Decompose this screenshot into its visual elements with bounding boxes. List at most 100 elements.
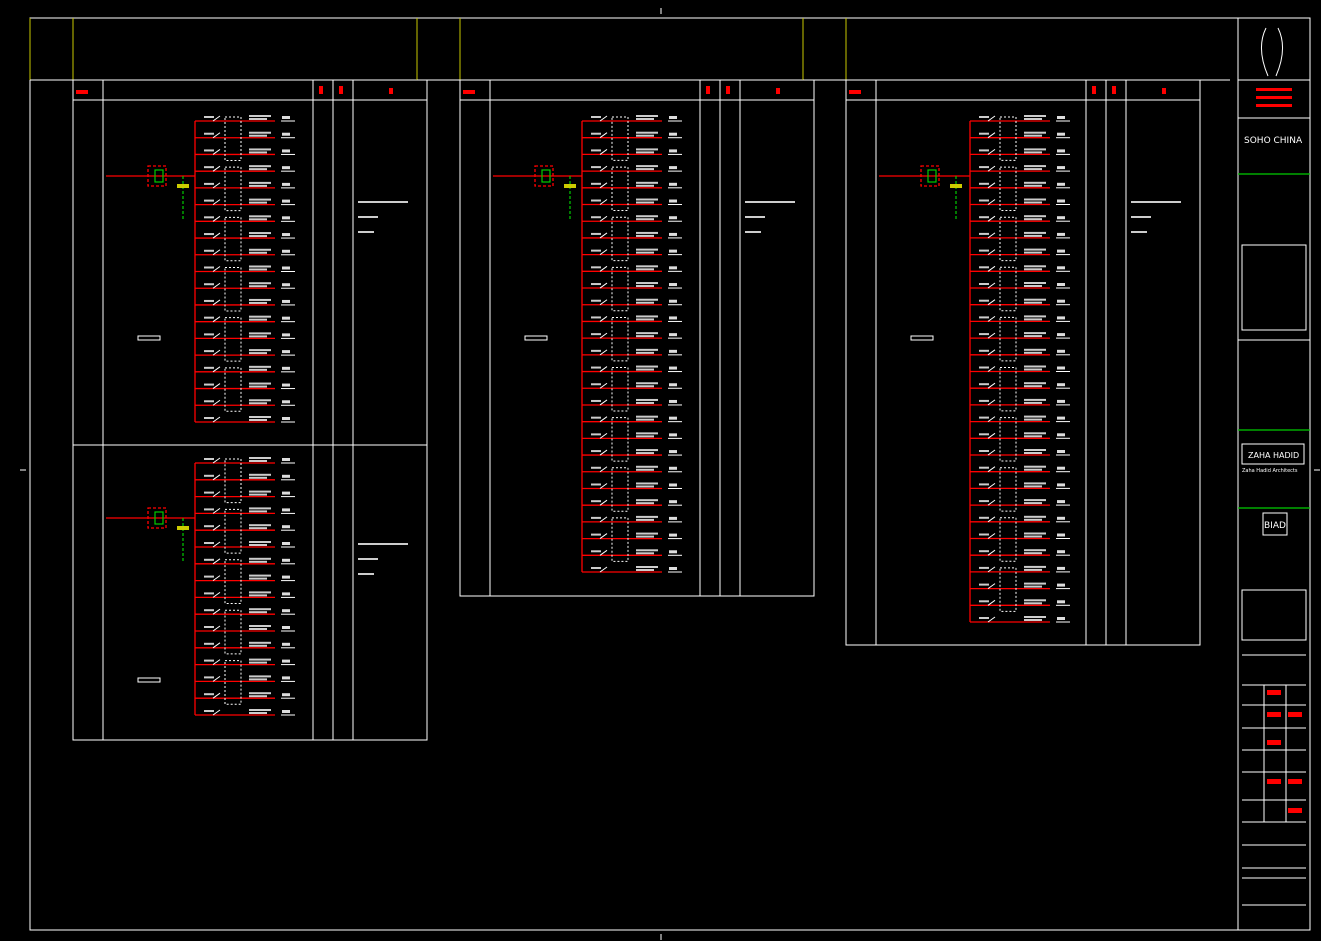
breaker-label	[979, 583, 989, 586]
breaker-label	[979, 566, 989, 569]
circuit-label	[1024, 515, 1046, 518]
breaker-label	[591, 232, 601, 235]
load-label	[1057, 132, 1065, 136]
circuit-row	[970, 499, 1070, 506]
circuit-row	[195, 608, 295, 615]
circuit-label	[249, 608, 271, 611]
rcd-box	[224, 216, 242, 262]
load-label	[669, 266, 677, 270]
stamp-field	[1267, 779, 1281, 784]
rcd-box	[224, 609, 242, 655]
load-label	[669, 232, 677, 236]
breaker-icon	[212, 625, 221, 632]
breaker-icon	[987, 115, 996, 122]
load-label	[1057, 483, 1065, 487]
rcd-box	[224, 458, 242, 504]
load-label	[1057, 249, 1065, 253]
circuit-row	[970, 148, 1070, 156]
breaker-label	[204, 693, 214, 696]
breaker-icon	[987, 566, 996, 573]
rcd-box	[999, 316, 1017, 362]
breaker-icon	[212, 675, 221, 682]
circuit-row	[195, 265, 295, 273]
stamp-field	[1288, 779, 1302, 784]
circuit-label	[249, 315, 271, 318]
load-label	[1057, 316, 1065, 320]
breaker-icon	[987, 232, 996, 239]
breaker-icon	[212, 692, 221, 699]
circuit-row	[195, 490, 295, 498]
breaker-label	[204, 542, 214, 544]
breaker-label	[591, 516, 601, 519]
circuit-label	[636, 315, 658, 318]
load-label	[1057, 216, 1065, 220]
breaker-icon	[599, 499, 608, 506]
rcd-box	[611, 166, 629, 212]
circuit-row	[970, 231, 1070, 239]
breaker-icon	[212, 132, 221, 139]
circuit-row	[970, 532, 1070, 540]
breaker-icon	[987, 616, 996, 623]
breaker-icon	[987, 199, 996, 205]
circuit-label	[636, 348, 658, 351]
breaker-icon	[599, 516, 608, 523]
breaker-icon	[987, 249, 996, 256]
breaker-label	[204, 525, 214, 528]
rcd-box	[224, 166, 242, 212]
breaker-label	[591, 567, 601, 569]
breaker-label	[591, 450, 601, 453]
breaker-label	[591, 550, 601, 553]
circuit-label	[249, 507, 271, 510]
circuit-label	[1024, 265, 1046, 268]
rcd-box	[999, 266, 1017, 312]
breaker-icon	[987, 533, 996, 539]
rcd-box	[224, 367, 242, 412]
breaker-label	[591, 149, 601, 152]
breaker-icon	[599, 265, 608, 272]
circuit-row	[582, 215, 682, 222]
circuit-row	[195, 507, 295, 515]
circuit-label	[1024, 198, 1046, 201]
circuit-label	[636, 566, 658, 568]
breaker-label	[591, 283, 601, 286]
breaker-icon	[212, 199, 221, 206]
terminal-block	[137, 677, 161, 683]
breaker-label	[979, 283, 989, 285]
circuit-label	[249, 148, 271, 151]
circuit-row	[970, 215, 1070, 222]
load-label	[1057, 466, 1065, 470]
breaker-label	[204, 233, 214, 236]
circuit-row	[195, 457, 295, 464]
breaker-icon	[599, 449, 608, 456]
breaker-icon	[987, 366, 996, 372]
circuit-row	[582, 115, 682, 122]
breaker-icon	[212, 558, 221, 565]
circuit-label	[249, 332, 271, 335]
circuit-label	[636, 449, 658, 452]
circuit-label	[636, 332, 658, 335]
circuit-row	[582, 148, 682, 156]
circuit-row	[195, 574, 295, 582]
load-label	[1057, 566, 1065, 570]
load-label	[669, 299, 677, 303]
breaker-label	[591, 433, 601, 436]
load-label	[669, 533, 677, 537]
breaker-label	[979, 166, 989, 169]
breaker-icon	[987, 332, 996, 339]
circuit-row	[195, 148, 295, 156]
circuit-row	[970, 549, 1070, 556]
circuit-row	[195, 658, 295, 666]
breaker-icon	[212, 299, 221, 306]
load-label	[669, 166, 677, 170]
load-label	[282, 626, 290, 629]
breaker-label	[979, 516, 989, 519]
circuit-label	[636, 549, 658, 552]
load-label	[282, 149, 290, 153]
circuit-row	[970, 348, 1070, 356]
circuit-label	[249, 692, 271, 695]
load-label	[669, 333, 677, 337]
breaker-icon	[212, 332, 221, 339]
load-label	[282, 575, 290, 579]
circuit-label	[249, 641, 271, 644]
design-institute-logo: BIAD	[1264, 521, 1286, 531]
